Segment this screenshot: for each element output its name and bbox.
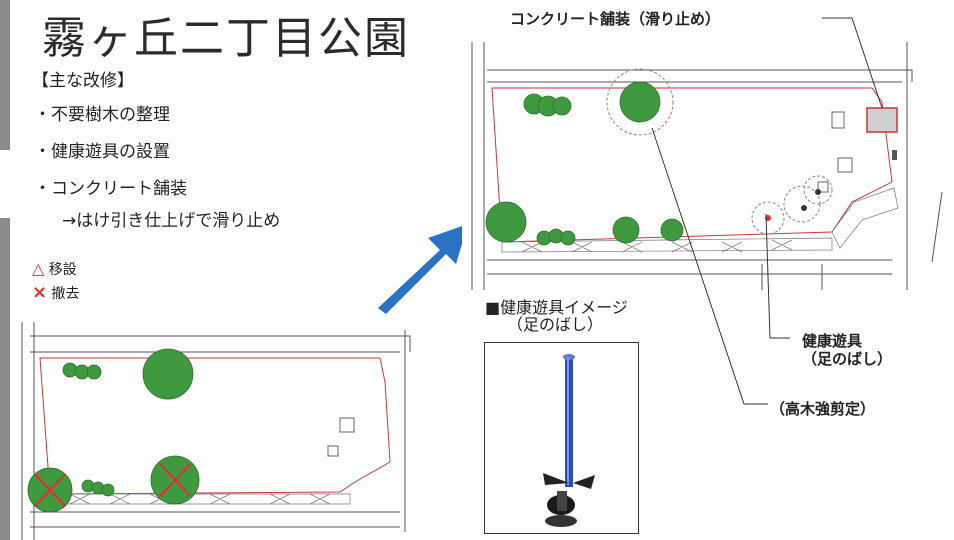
before-site-plan [10,322,438,540]
equipment-image-box [484,342,639,534]
repair-item: ・コンクリート舗装 [34,179,187,199]
after-site-plan [462,42,954,290]
stretching-equipment-image [543,354,595,527]
legend-relocate-label: 移設 [48,262,77,278]
equipment-caption-line1: ■健康遊具イメージ [485,298,628,317]
legend-remove: × 撤去 [32,282,80,303]
equipment-caption: ■健康遊具イメージ （足のばし） [485,299,628,333]
equipment-callout-line1: 健康遊具 [802,332,863,350]
triangle-icon: △ [32,259,45,278]
equipment-callout-line2: （足のばし） [802,350,893,368]
equipment-caption-line2: （足のばし） [507,315,604,334]
pruning-callout: （高木強剪定） [770,400,876,418]
repair-sub-note: →はけ引き仕上げで滑り止め [62,211,281,231]
side-accent-bottom [0,218,10,540]
cross-icon: × [32,282,48,303]
legend-remove-label: 撤去 [51,286,80,302]
repairs-heading: 【主な改修】 [32,71,134,91]
concrete-callout: コンクリート舗装（滑り止め） [510,10,721,28]
side-accent-top [0,0,10,150]
repair-item: ・不要樹木の整理 [34,105,170,125]
legend-relocate: △ 移設 [32,259,77,279]
repair-item: ・健康遊具の設置 [34,142,170,162]
page-title: 霧ヶ丘二丁目公園 [42,13,410,64]
arrow-icon [378,224,468,314]
